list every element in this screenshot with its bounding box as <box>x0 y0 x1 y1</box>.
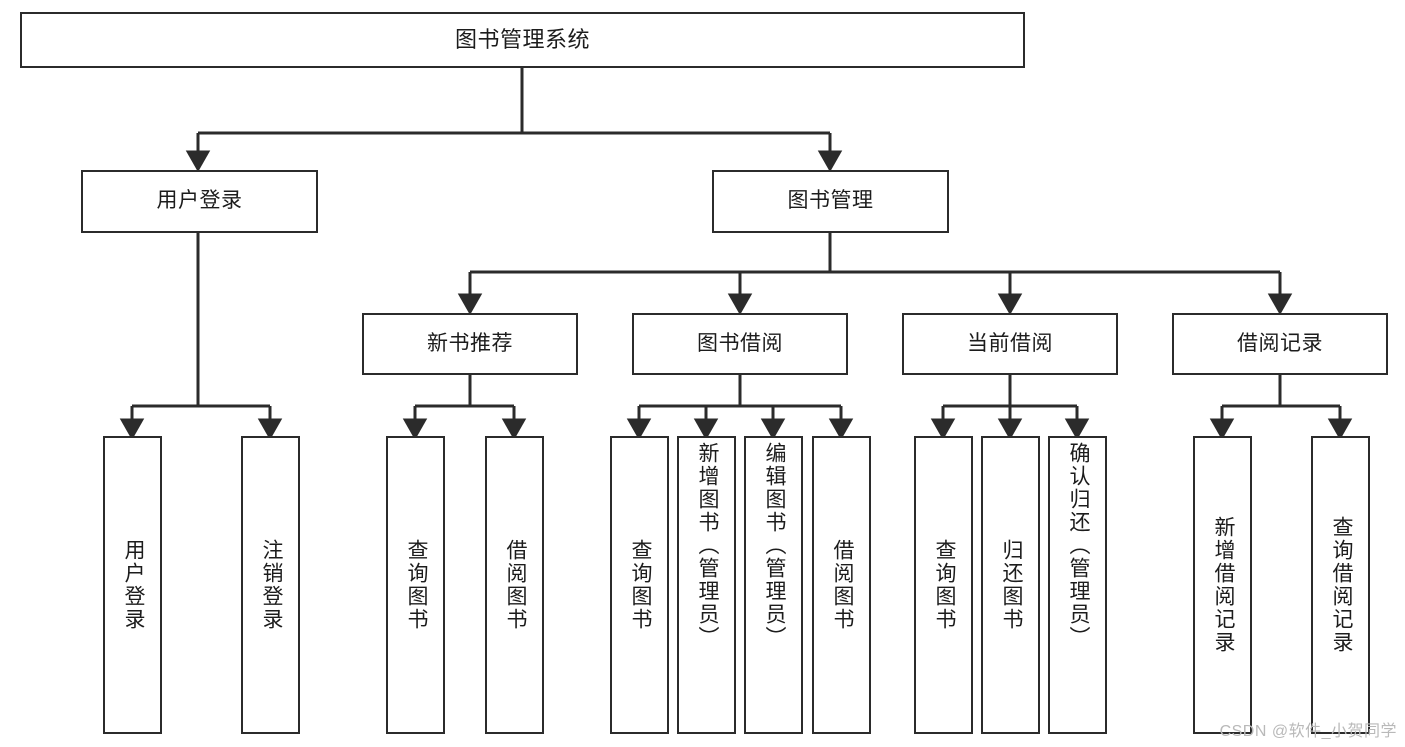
leaf-current-query-book[interactable]: 查询图书 <box>914 436 973 734</box>
node-user-login[interactable]: 用户登录 <box>81 170 318 233</box>
leaf-borrow-add-book[interactable]: 新增图书（管理员） <box>677 436 736 734</box>
leaf-record-query[interactable]: 查询借阅记录 <box>1311 436 1370 734</box>
leaf-label: 新增借阅记录 <box>1211 516 1235 654</box>
leaf-label: 新增图书（管理员） <box>695 442 719 649</box>
node-root-label: 图书管理系统 <box>454 27 590 53</box>
leaf-label: 查询图书 <box>932 539 956 631</box>
leaf-current-confirm-return[interactable]: 确认归还（管理员） <box>1048 436 1107 734</box>
leaf-label: 归还图书 <box>999 539 1023 631</box>
leaf-record-add[interactable]: 新增借阅记录 <box>1193 436 1252 734</box>
node-book-borrow[interactable]: 图书借阅 <box>632 313 848 375</box>
leaf-current-return-book[interactable]: 归还图书 <box>981 436 1040 734</box>
leaf-label: 借阅图书 <box>503 539 527 631</box>
node-new-book-recommend-label: 新书推荐 <box>427 331 513 355</box>
leaf-borrow-borrow-book[interactable]: 借阅图书 <box>812 436 871 734</box>
leaf-borrow-edit-book[interactable]: 编辑图书（管理员） <box>744 436 803 734</box>
leaf-user-login-signin[interactable]: 用户登录 <box>103 436 162 734</box>
leaf-label: 用户登录 <box>121 539 145 631</box>
leaf-label: 注销登录 <box>259 539 283 631</box>
node-new-book-recommend[interactable]: 新书推荐 <box>362 313 578 375</box>
leaf-borrow-query-book[interactable]: 查询图书 <box>610 436 669 734</box>
leaf-label: 确认归还（管理员） <box>1066 442 1090 649</box>
leaf-new-book-borrow[interactable]: 借阅图书 <box>485 436 544 734</box>
node-book-management-label: 图书管理 <box>787 189 874 213</box>
leaf-user-login-signout[interactable]: 注销登录 <box>241 436 300 734</box>
node-current-borrow-label: 当前借阅 <box>967 331 1053 355</box>
leaf-label: 查询借阅记录 <box>1329 516 1353 654</box>
leaf-label: 借阅图书 <box>830 539 854 631</box>
node-book-borrow-label: 图书借阅 <box>697 331 783 355</box>
node-current-borrow[interactable]: 当前借阅 <box>902 313 1118 375</box>
node-borrow-record-label: 借阅记录 <box>1237 331 1323 355</box>
leaf-label: 编辑图书（管理员） <box>762 442 786 649</box>
node-borrow-record[interactable]: 借阅记录 <box>1172 313 1388 375</box>
node-user-login-label: 用户登录 <box>156 189 243 213</box>
leaf-label: 查询图书 <box>404 539 428 631</box>
leaf-label: 查询图书 <box>628 539 652 631</box>
node-root[interactable]: 图书管理系统 <box>20 12 1025 68</box>
watermark: CSDN @软件_小贺同学 <box>1219 723 1397 740</box>
node-book-management[interactable]: 图书管理 <box>712 170 949 233</box>
leaf-new-book-query[interactable]: 查询图书 <box>386 436 445 734</box>
